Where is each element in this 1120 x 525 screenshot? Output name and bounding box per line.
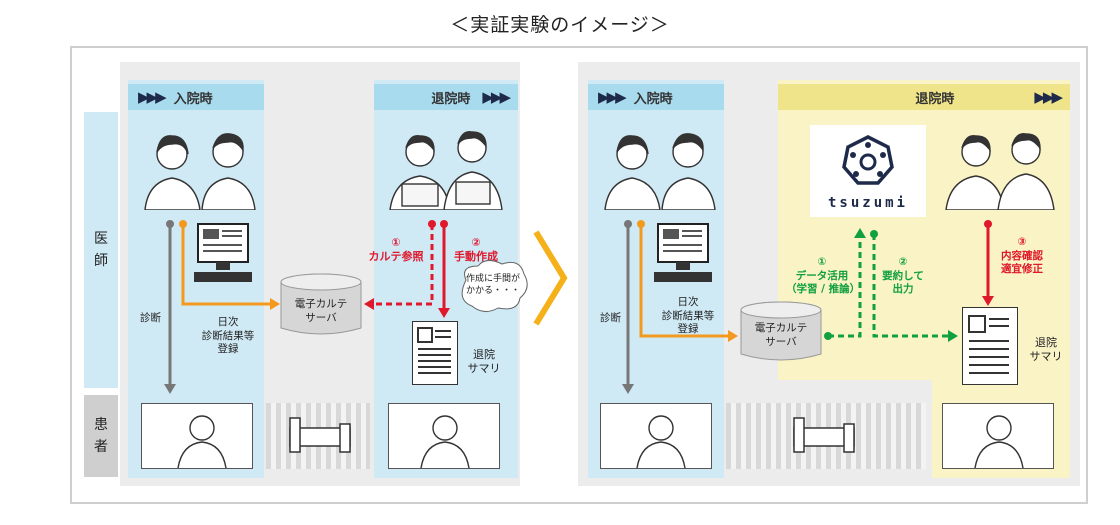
left-discharge-header: 退院時 ▶▶▶: [374, 84, 518, 110]
right-step2-label: ② 要約して 出力: [882, 256, 924, 296]
doctors-illustration: [144, 133, 256, 210]
left-server-label: 電子カルテ サーバ: [294, 298, 348, 324]
right-server-label: 電子カルテ サーバ: [754, 322, 808, 348]
triple-arrow-icon: ▶▶▶: [482, 88, 511, 106]
right-step3-label: ③ 内容確認 適宜修正: [1001, 236, 1043, 276]
summary-document-icon: [962, 307, 1018, 385]
doctor-label: 医 師: [84, 112, 118, 388]
transition-chevron: [533, 230, 568, 326]
patient-photo: [942, 403, 1054, 469]
bed-icon: [289, 417, 351, 453]
diagram-title: ＜実証実験のイメージ＞: [450, 14, 670, 36]
right-discharge-header: 退院時 ▶▶▶: [778, 84, 1070, 110]
patient-label: 患 者: [84, 395, 118, 477]
left-step2-label: ② 手動作成: [454, 236, 498, 264]
left-summary-label: 退院 サマリ: [467, 348, 501, 376]
thought-bubble: [461, 260, 528, 312]
left-admission-header: ▶▶▶ 入院時: [128, 84, 264, 110]
right-step1-label: ① データ活用 （学習 / 推論）: [786, 256, 861, 296]
right-discharge-header-label: 退院時: [915, 91, 955, 107]
bed-icon: [793, 417, 855, 453]
right-daily-register-label: 日次 診断結果等 登録: [661, 296, 715, 336]
patient-photo: [388, 403, 500, 469]
right-diagnosis-label: 診断: [600, 312, 621, 324]
tsuzumi-mark-icon: [842, 135, 894, 185]
busy-doctors-illustration: [389, 131, 503, 210]
doctors-illustration: [604, 133, 716, 210]
patient-photo: [141, 403, 253, 469]
triple-arrow-icon: ▶▶▶: [1034, 88, 1063, 106]
left-bubble-text: 作成に手間が かかる・・・: [465, 274, 520, 296]
left-diagnosis-label: 診断: [140, 312, 161, 324]
left-admission-header-label: 入院時: [173, 91, 213, 107]
left-discharge-header-label: 退院時: [431, 91, 471, 107]
patient-photo: [600, 403, 712, 469]
right-admission-header-label: 入院時: [633, 91, 673, 107]
right-admission-header: ▶▶▶ 入院時: [588, 84, 724, 110]
computer-icon: [654, 223, 712, 282]
tsuzumi-logo-text: tsuzumi: [827, 195, 908, 211]
summary-document-icon: [412, 321, 458, 385]
left-step1-label: ① カルテ参照: [368, 236, 424, 264]
server-icon: [740, 301, 822, 361]
computer-icon: [194, 223, 252, 282]
server-icon: [280, 273, 362, 335]
left-flow-arrows: [164, 220, 450, 394]
triple-arrow-icon: ▶▶▶: [598, 88, 627, 106]
triple-arrow-icon: ▶▶▶: [138, 88, 167, 106]
right-flow-arrows: [622, 220, 994, 394]
left-daily-register-label: 日次 診断結果等 登録: [201, 316, 255, 356]
tsuzumi-logo: tsuzumi: [810, 125, 926, 217]
doctors-reviewing-illustration: [945, 133, 1055, 210]
right-summary-label: 退院 サマリ: [1029, 336, 1063, 364]
